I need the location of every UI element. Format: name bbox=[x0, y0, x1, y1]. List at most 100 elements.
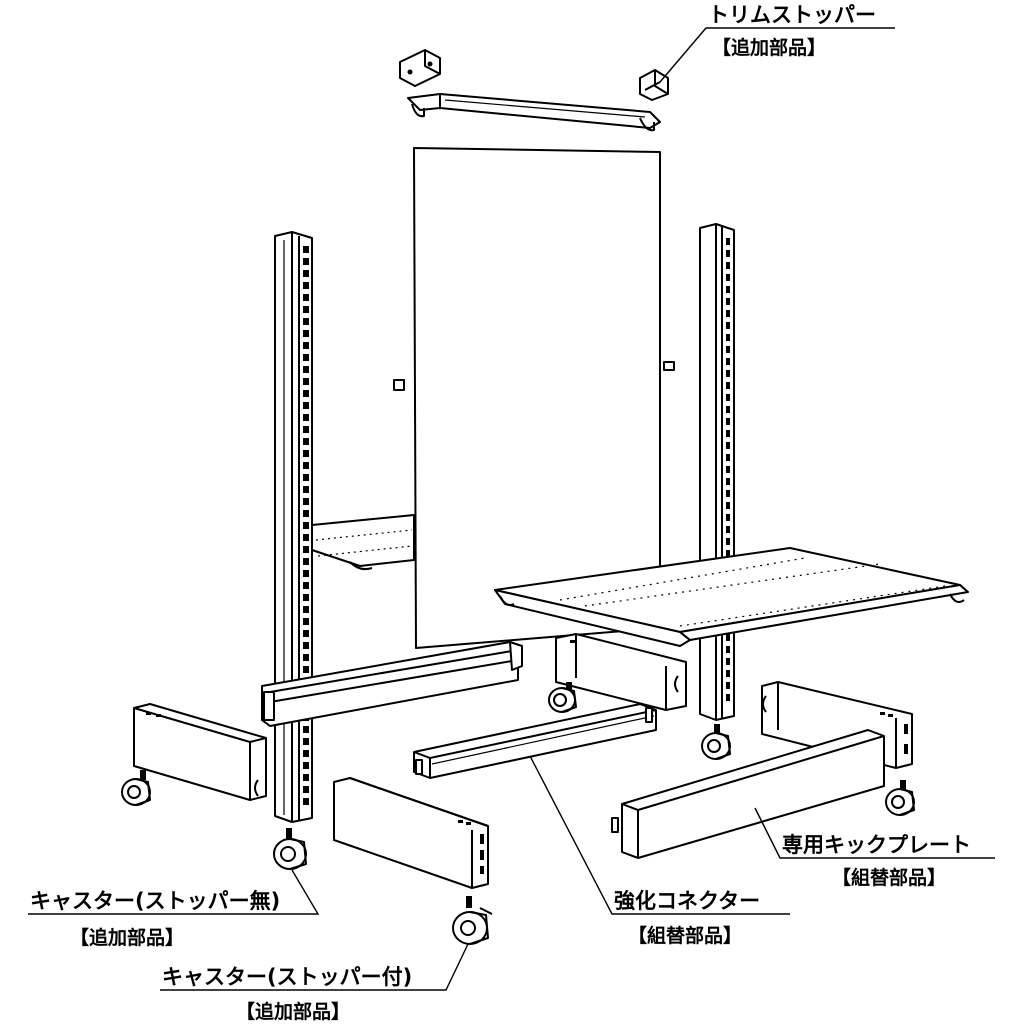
upright-slot bbox=[306, 558, 309, 565]
upright-slot bbox=[726, 262, 730, 269]
upright-slot bbox=[306, 402, 309, 409]
upright-slot bbox=[306, 462, 309, 469]
upright-slot bbox=[303, 282, 307, 289]
upright-slot bbox=[303, 546, 307, 553]
upright-slot bbox=[303, 774, 307, 781]
caster-front-left bbox=[273, 828, 307, 870]
upright-slot bbox=[726, 394, 730, 401]
upright-slot bbox=[303, 330, 307, 337]
label-caster-no-stopper: キャスター(ストッパー無) bbox=[30, 889, 280, 913]
upright-slot bbox=[306, 438, 309, 445]
upright-slot bbox=[303, 306, 307, 313]
caster-right-front bbox=[885, 780, 915, 816]
upright-slot bbox=[726, 346, 730, 353]
upright-slot bbox=[306, 570, 309, 577]
upright-slot bbox=[726, 466, 730, 473]
upright-slot bbox=[303, 798, 307, 805]
upright-slot bbox=[306, 498, 309, 505]
upright-slot bbox=[303, 270, 307, 277]
upright-slot bbox=[726, 250, 730, 257]
upright-slot bbox=[726, 322, 730, 329]
caster-center-rear bbox=[548, 682, 577, 713]
upright-slot bbox=[303, 318, 307, 325]
upright-slot bbox=[726, 358, 730, 365]
upright-slot bbox=[303, 450, 307, 457]
upright-slot bbox=[726, 694, 730, 701]
upright-slot bbox=[303, 246, 307, 253]
upright-slot bbox=[306, 258, 309, 265]
upright-slot bbox=[306, 726, 309, 733]
upright-slot bbox=[303, 762, 307, 769]
upright-slot bbox=[306, 282, 309, 289]
upright-slot bbox=[726, 406, 730, 413]
upright-slot bbox=[306, 414, 309, 421]
leader-reinforced-connector bbox=[529, 755, 790, 915]
label-kick-plate: 専用キックプレート bbox=[782, 833, 971, 857]
upright-slot bbox=[303, 786, 307, 793]
upright-slot bbox=[303, 726, 307, 733]
reinforced-connector bbox=[413, 703, 657, 779]
upright-slot bbox=[306, 618, 309, 625]
upright-slot bbox=[306, 270, 309, 277]
trim-stopper-right-part bbox=[639, 69, 669, 101]
upright-slot bbox=[303, 666, 307, 673]
upright-slot bbox=[726, 514, 730, 521]
label-kick-plate-sub: 【組替部品】 bbox=[832, 866, 946, 889]
label-caster-no-stopper-sub: 【追加部品】 bbox=[70, 926, 184, 949]
upright-slot bbox=[303, 642, 307, 649]
upright-slot bbox=[726, 430, 730, 437]
upright-slot bbox=[726, 670, 730, 677]
upright-slot bbox=[306, 306, 309, 313]
upright-slot bbox=[303, 570, 307, 577]
leader-kick-plate bbox=[754, 807, 995, 859]
upright-slot bbox=[306, 786, 309, 793]
front-shelf bbox=[494, 547, 969, 647]
label-caster-with-stopper: キャスター(ストッパー付) bbox=[162, 965, 412, 989]
upright-slot bbox=[306, 546, 309, 553]
upright-slot bbox=[303, 606, 307, 613]
upright-slot bbox=[303, 534, 307, 541]
upright-slot bbox=[303, 498, 307, 505]
front-left-kick-plate bbox=[333, 777, 489, 889]
upright-slot bbox=[306, 318, 309, 325]
upright-slot bbox=[726, 478, 730, 485]
leader-caster-with-stopper bbox=[160, 943, 469, 991]
upright-slot bbox=[726, 298, 730, 305]
label-reinforced-connector: 強化コネクター bbox=[614, 889, 760, 913]
upright-slot bbox=[726, 418, 730, 425]
upright-slot bbox=[306, 534, 309, 541]
upright-slot bbox=[726, 550, 730, 557]
label-trim-stopper-sub: 【追加部品】 bbox=[712, 36, 826, 59]
upright-slot bbox=[306, 606, 309, 613]
trim-stopper-left-part bbox=[399, 49, 441, 87]
upright-slot bbox=[303, 438, 307, 445]
upright-slot bbox=[306, 762, 309, 769]
upright-slot bbox=[726, 370, 730, 377]
upright-slot bbox=[306, 798, 309, 805]
upright-slot bbox=[303, 558, 307, 565]
upright-slot bbox=[726, 634, 730, 641]
upright-slot bbox=[306, 390, 309, 397]
upright-slot bbox=[726, 334, 730, 341]
upright-slot bbox=[726, 502, 730, 509]
upright-slot bbox=[303, 654, 307, 661]
upright-slot bbox=[303, 750, 307, 757]
label-caster-with-stopper-sub: 【追加部品】 bbox=[236, 1000, 350, 1023]
upright-slot bbox=[726, 274, 730, 281]
upright-slot bbox=[306, 642, 309, 649]
leader-caster-no-stopper bbox=[28, 869, 320, 915]
upright-slot bbox=[306, 366, 309, 373]
upright-slot bbox=[726, 286, 730, 293]
upright-slot bbox=[306, 426, 309, 433]
upright-slot bbox=[726, 682, 730, 689]
label-trim-stopper: トリムストッパー bbox=[708, 3, 876, 27]
upright-slot bbox=[303, 474, 307, 481]
upright-slot bbox=[726, 658, 730, 665]
upright-slot bbox=[306, 594, 309, 601]
upright-slot bbox=[306, 294, 309, 301]
upright-slot bbox=[726, 382, 730, 389]
upright-slot bbox=[303, 618, 307, 625]
upright-slot bbox=[306, 522, 309, 529]
upright-slot bbox=[306, 450, 309, 457]
